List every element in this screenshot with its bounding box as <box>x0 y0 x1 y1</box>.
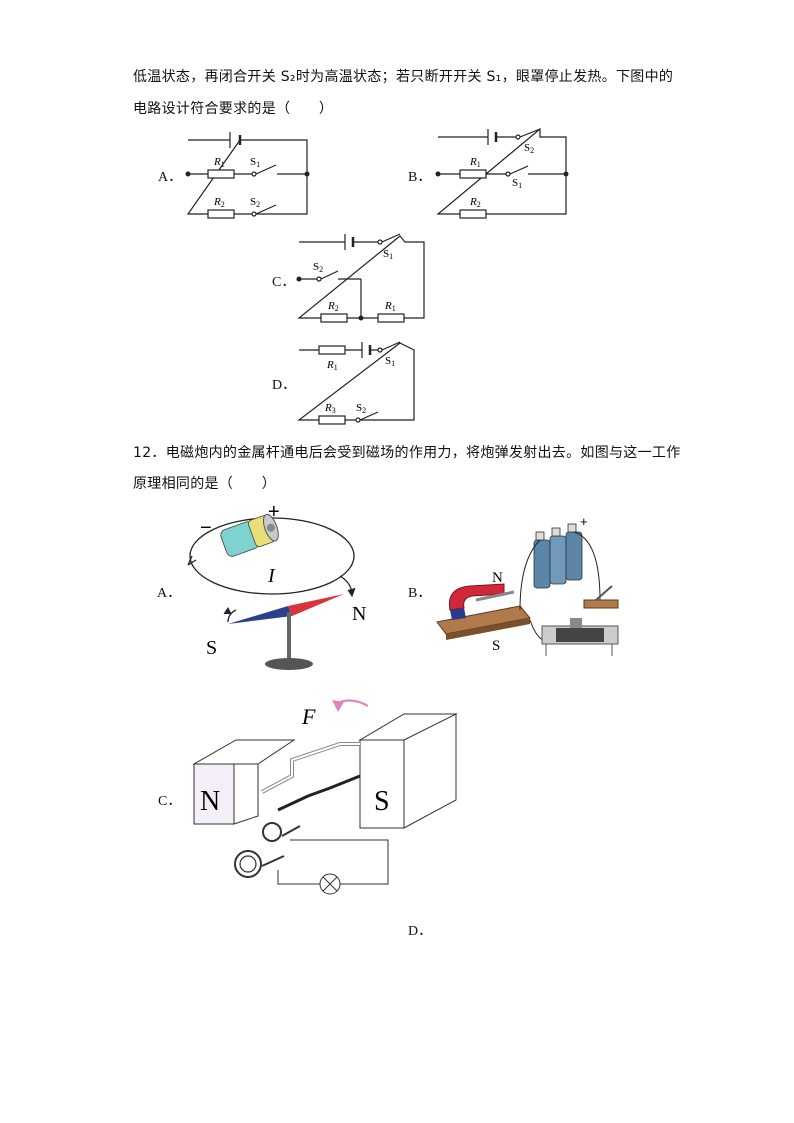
svg-text:R2: R2 <box>469 196 481 209</box>
q11-option-a-label[interactable]: A． <box>158 170 183 185</box>
svg-text:R3: R3 <box>324 402 336 415</box>
svg-text:S1: S1 <box>512 177 522 190</box>
fig-c-force: F <box>301 704 316 729</box>
svg-text:R2: R2 <box>327 300 339 313</box>
fig-a-plus: + <box>268 501 280 523</box>
svg-text:S1: S1 <box>383 248 393 261</box>
q12-option-a-label[interactable]: A． <box>157 586 182 601</box>
q12-text-line2: 原理相同的是（ ） <box>133 476 276 492</box>
fig-c-north: N <box>200 786 220 817</box>
fig-b-plus: + <box>580 514 588 529</box>
svg-text:R1: R1 <box>326 359 338 372</box>
svg-text:R1: R1 <box>469 156 481 169</box>
svg-text:S2: S2 <box>524 142 534 155</box>
svg-text:S1: S1 <box>385 355 395 368</box>
q11-text-line1: 低温状态，再闭合开关 S₂时为高温状态；若只断开开关 S₁，眼罩停止发热。下图中… <box>133 69 674 85</box>
q11-option-b-label[interactable]: B． <box>408 170 432 185</box>
q11-option-c-label[interactable]: C． <box>272 275 296 290</box>
circuit-a-r1-label: R1 <box>213 156 225 169</box>
q12-option-d-label[interactable]: D． <box>408 924 433 939</box>
q12-option-b-label[interactable]: B． <box>408 586 432 601</box>
fig-b-south: S <box>492 638 500 654</box>
circuit-a-r2-label: R2 <box>213 196 225 209</box>
svg-text:S2: S2 <box>313 261 323 274</box>
fig-b-north: N <box>492 570 503 586</box>
circuit-a-s2-label: S2 <box>250 196 260 209</box>
circuit-a-s1-label: S1 <box>250 156 260 169</box>
q11-option-d-label[interactable]: D． <box>272 378 297 393</box>
fig-a-current: I <box>267 565 276 587</box>
q11-text-line2: 电路设计符合要求的是（ ） <box>133 101 334 117</box>
svg-text:R1: R1 <box>384 300 396 313</box>
q12-option-c-label[interactable]: C． <box>158 794 182 809</box>
fig-a-north: N <box>352 603 366 625</box>
fig-a-minus: − <box>200 517 212 539</box>
svg-text:S2: S2 <box>356 402 366 415</box>
q12-text-line1: 12．电磁炮内的金属杆通电后会受到磁场的作用力，将炮弹发射出去。如图与这一工作 <box>133 445 681 461</box>
fig-a-south: S <box>206 637 217 659</box>
fig-c-south: S <box>374 786 390 817</box>
